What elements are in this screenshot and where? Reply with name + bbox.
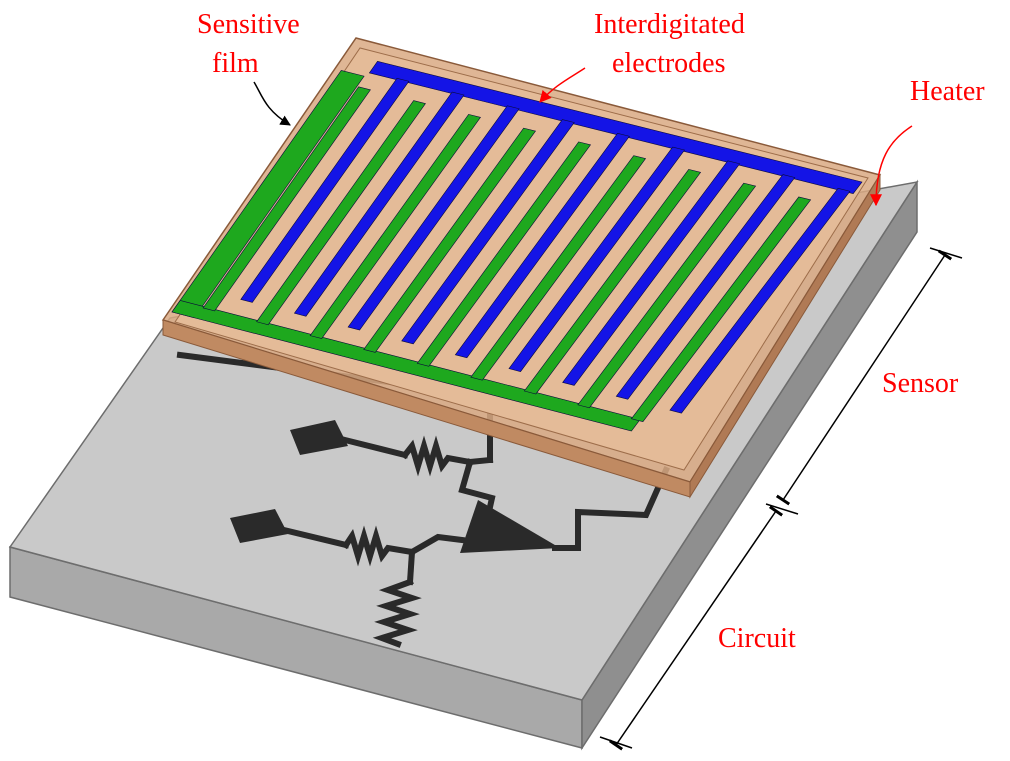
blue-electrode-finger <box>240 77 410 303</box>
blue-electrode-finger <box>508 146 686 372</box>
dimension-tick <box>599 736 633 749</box>
dimension-tick <box>765 503 799 515</box>
blue-electrode-finger <box>347 105 520 331</box>
sensor-label: Sensor <box>882 368 959 399</box>
green-electrode-finger <box>630 196 812 423</box>
resistor <box>400 435 474 477</box>
electrodes-pointer <box>539 67 586 103</box>
sensitive-film-label-line1: Sensitive <box>197 9 300 40</box>
green-electrode-finger <box>202 86 371 312</box>
dimension-tick <box>929 247 963 259</box>
blue-electrode-finger <box>615 174 796 400</box>
resistor <box>372 578 422 648</box>
blue-electrode-bus <box>368 61 863 194</box>
green-electrode-finger <box>470 155 647 381</box>
blue-electrode-finger <box>669 187 851 414</box>
circuit-label: Circuit <box>718 623 796 654</box>
green-electrode-finger <box>577 182 757 409</box>
blue-electrode-finger <box>401 119 575 345</box>
sensitive-film-pointer <box>253 81 291 126</box>
amplifier <box>460 500 560 553</box>
sensitive-film-label-line2: film <box>212 48 259 79</box>
contact-pad <box>290 420 348 455</box>
circuit-trace <box>466 456 494 466</box>
heater-label: Heater <box>910 76 985 107</box>
green-electrode-finger <box>363 127 537 353</box>
blue-electrode-finger <box>562 160 741 386</box>
green-electrode-finger <box>416 141 592 367</box>
green-electrode-bus-bottom <box>171 300 641 432</box>
dimension-lines <box>599 247 963 751</box>
blue-electrode-finger <box>454 132 630 359</box>
circuit-trace <box>552 466 670 551</box>
sensor-dimension-line <box>775 249 953 506</box>
resistor <box>341 525 416 567</box>
electrodes-label-line2: electrodes <box>612 48 726 79</box>
interdigitated-electrodes <box>171 61 863 432</box>
circuit-dimension-line <box>608 505 784 751</box>
readout-circuit <box>176 351 670 648</box>
electrodes-label-line1: Interdigitated <box>594 9 745 40</box>
annotation-arrows <box>253 67 913 207</box>
blue-electrode-finger <box>293 91 465 317</box>
heater-pointer <box>870 125 913 207</box>
green-electrode-finger <box>256 100 426 326</box>
circuit-trace <box>280 526 350 549</box>
green-electrode-finger <box>309 114 481 339</box>
contact-pad <box>230 509 288 543</box>
circuit-trace <box>406 548 416 586</box>
labels: Sensitive film Interdigitated electrodes… <box>197 9 985 654</box>
green-electrode-finger <box>523 169 702 395</box>
circuit-trace <box>407 533 466 557</box>
circuit-trace <box>341 436 409 459</box>
